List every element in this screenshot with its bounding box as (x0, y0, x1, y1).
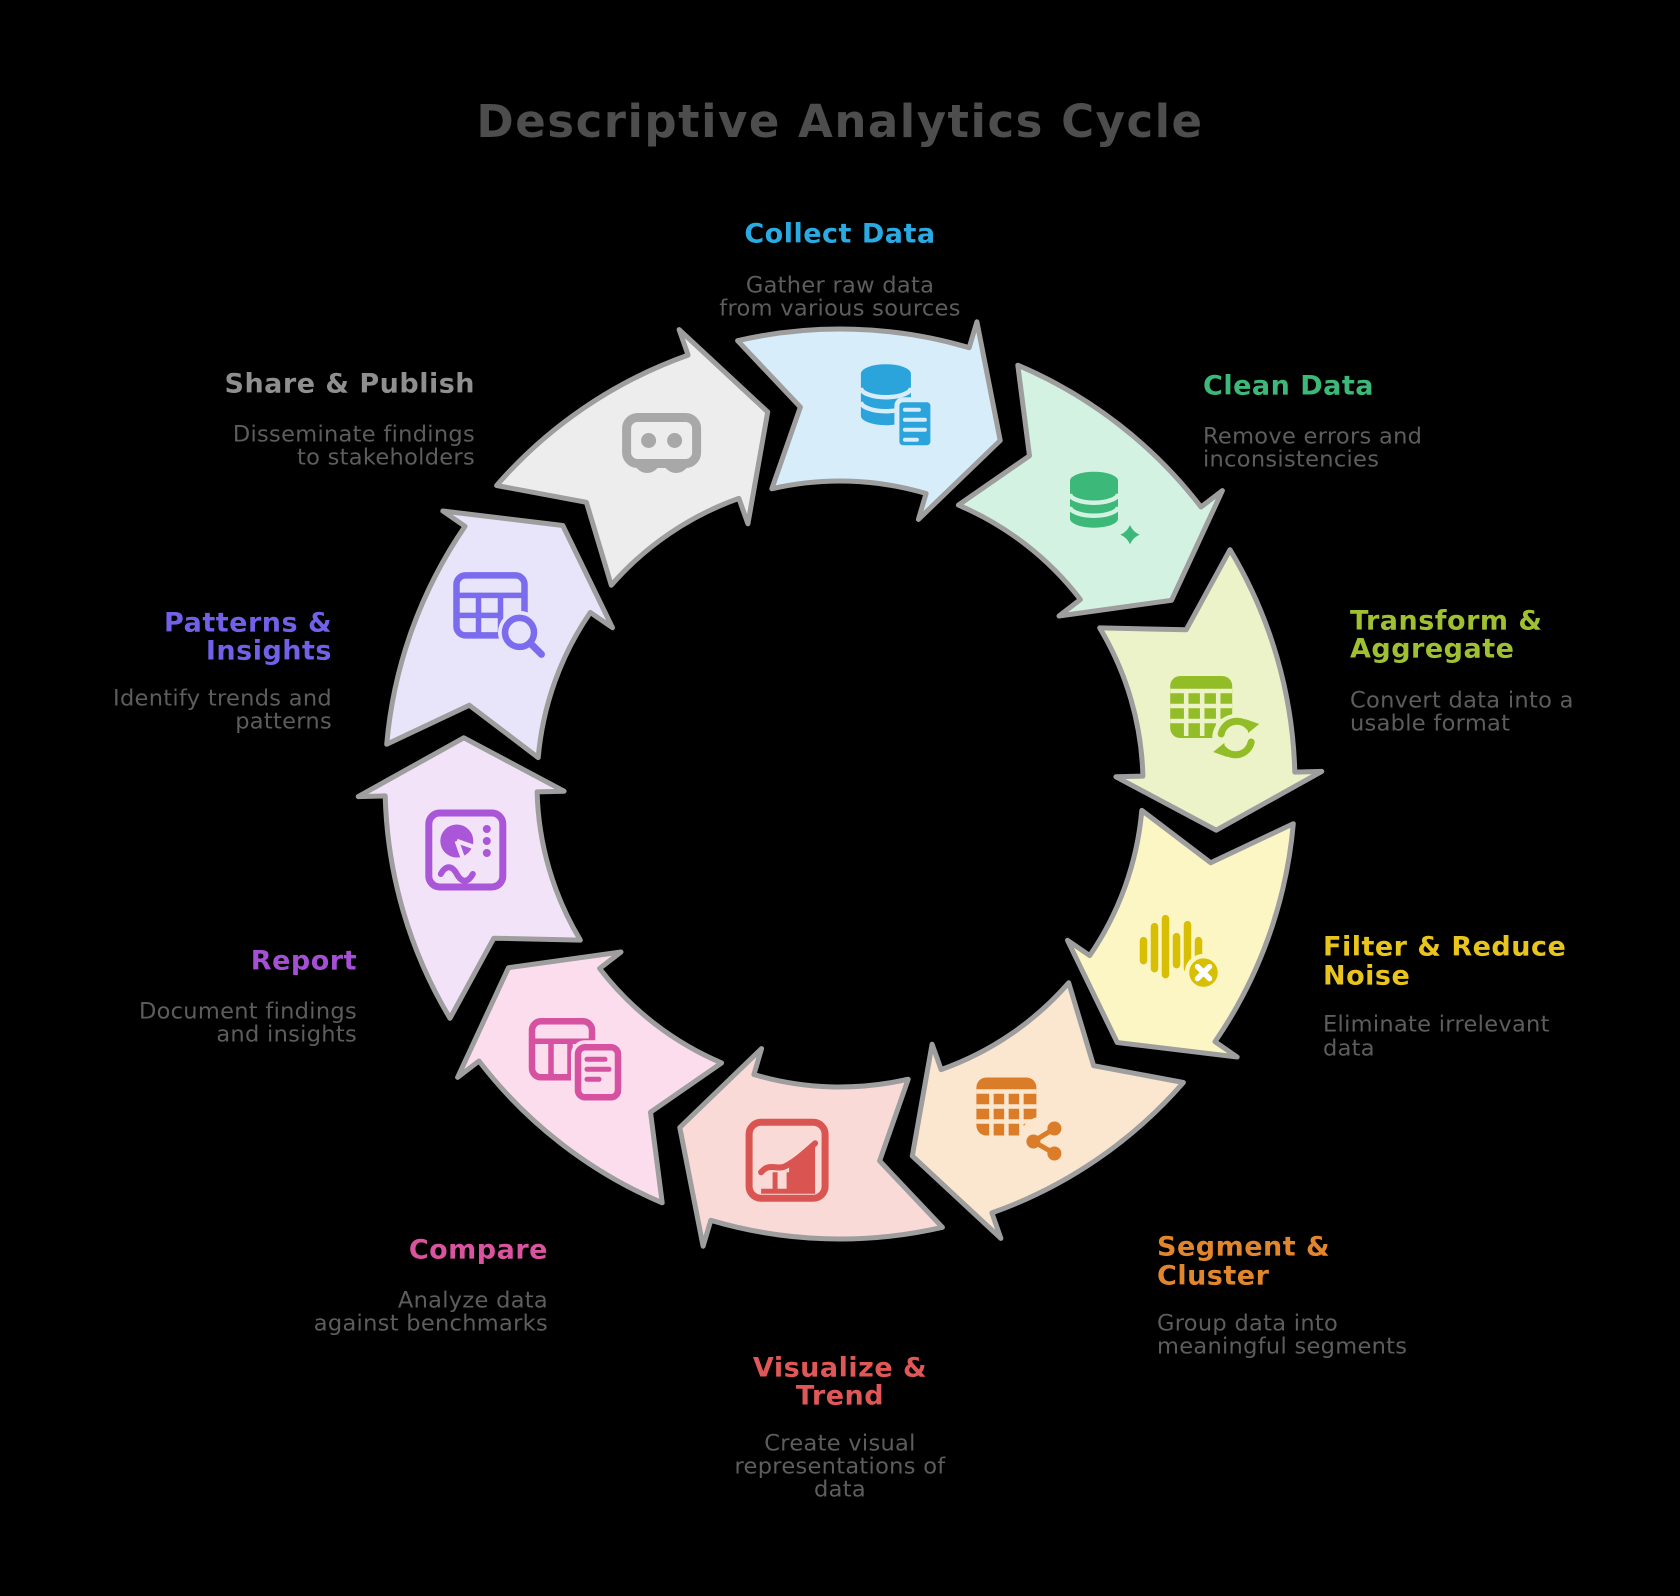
stage-arrow (909, 980, 1186, 1241)
stage-segment-cluster: Segment & Cluster Group data into meanin… (909, 980, 1407, 1360)
stage-description: Eliminate irrelevant (1323, 1012, 1550, 1038)
database-sparkle-icon (1067, 471, 1149, 554)
stage-description: data (1323, 1036, 1375, 1062)
stage-collect-data: Collect Data Gather raw data from variou… (719, 219, 1003, 522)
stage-description: meaningful segments (1157, 1334, 1407, 1360)
stage-share-publish: Share & Publish Disseminate findings to … (225, 327, 771, 588)
waveform-x-icon (1139, 914, 1223, 992)
stage-title: Aggregate (1350, 634, 1514, 665)
stage-description: representations of (735, 1454, 947, 1480)
stage-description: to stakeholders (297, 445, 475, 471)
stage-description: against benchmarks (314, 1311, 548, 1337)
stage-title: Transform & (1350, 606, 1542, 637)
stage-title: Insights (206, 636, 332, 667)
stage-description: patterns (235, 709, 332, 735)
stage-filter-reduce-noise: Filter & Reduce Noise Eliminate irreleva… (1065, 807, 1566, 1062)
table-share-icon (976, 1077, 1066, 1163)
database-file-icon (858, 364, 936, 451)
stage-title: Segment & (1157, 1232, 1330, 1263)
stage-title: Filter & Reduce (1323, 932, 1566, 963)
stage-visualize-trend: Visualize & Trend Create visual represen… (677, 1046, 947, 1503)
stage-description: from various sources (719, 296, 960, 322)
slideshare-icon (622, 413, 702, 473)
stage-title: Visualize & (753, 1353, 927, 1384)
table-search-icon (453, 572, 545, 658)
stage-clean-data: Clean Data Remove errors and inconsisten… (955, 362, 1422, 619)
stage-description: Group data into (1157, 1311, 1338, 1337)
stage-title: Share & Publish (225, 369, 476, 400)
stage-compare: Compare Analyze data against benchmarks (314, 949, 725, 1337)
stage-description: Disseminate findings (233, 422, 475, 448)
stage-description: Analyze data (398, 1288, 548, 1314)
stage-description: data (814, 1477, 866, 1503)
stage-arrow (1065, 807, 1296, 1060)
stage-title: Trend (796, 1381, 884, 1412)
stage-description: Remove errors and (1203, 424, 1422, 450)
stage-description: inconsistencies (1203, 447, 1379, 473)
stage-description: Identify trends and (113, 686, 332, 712)
stage-description: Create visual (764, 1431, 915, 1457)
stage-title: Patterns & (164, 608, 332, 639)
stage-patterns-insights: Patterns & Insights Identify trends and … (113, 508, 615, 761)
stage-title: Clean Data (1203, 371, 1374, 402)
table-file-icon (528, 1018, 625, 1105)
stage-description: Document findings (139, 999, 357, 1025)
stage-description: and insights (216, 1022, 357, 1048)
stage-description: Gather raw data (746, 273, 934, 299)
stage-title: Report (251, 946, 357, 977)
stage-description: usable format (1350, 711, 1510, 737)
stage-title: Collect Data (744, 219, 935, 250)
stage-description: Convert data into a (1350, 688, 1574, 714)
stage-title: Compare (409, 1235, 548, 1266)
chart-trend-icon (745, 1118, 829, 1202)
image-chart-icon (425, 809, 507, 891)
stage-title: Noise (1323, 961, 1410, 992)
page-title: Descriptive Analytics Cycle (476, 95, 1203, 148)
stage-report: Report Document findings and insights (139, 735, 583, 1048)
stage-transform-aggregate: Transform & Aggregate Convert data into … (1097, 547, 1574, 833)
table-refresh-icon (1170, 676, 1261, 762)
stage-title: Cluster (1157, 1261, 1270, 1292)
